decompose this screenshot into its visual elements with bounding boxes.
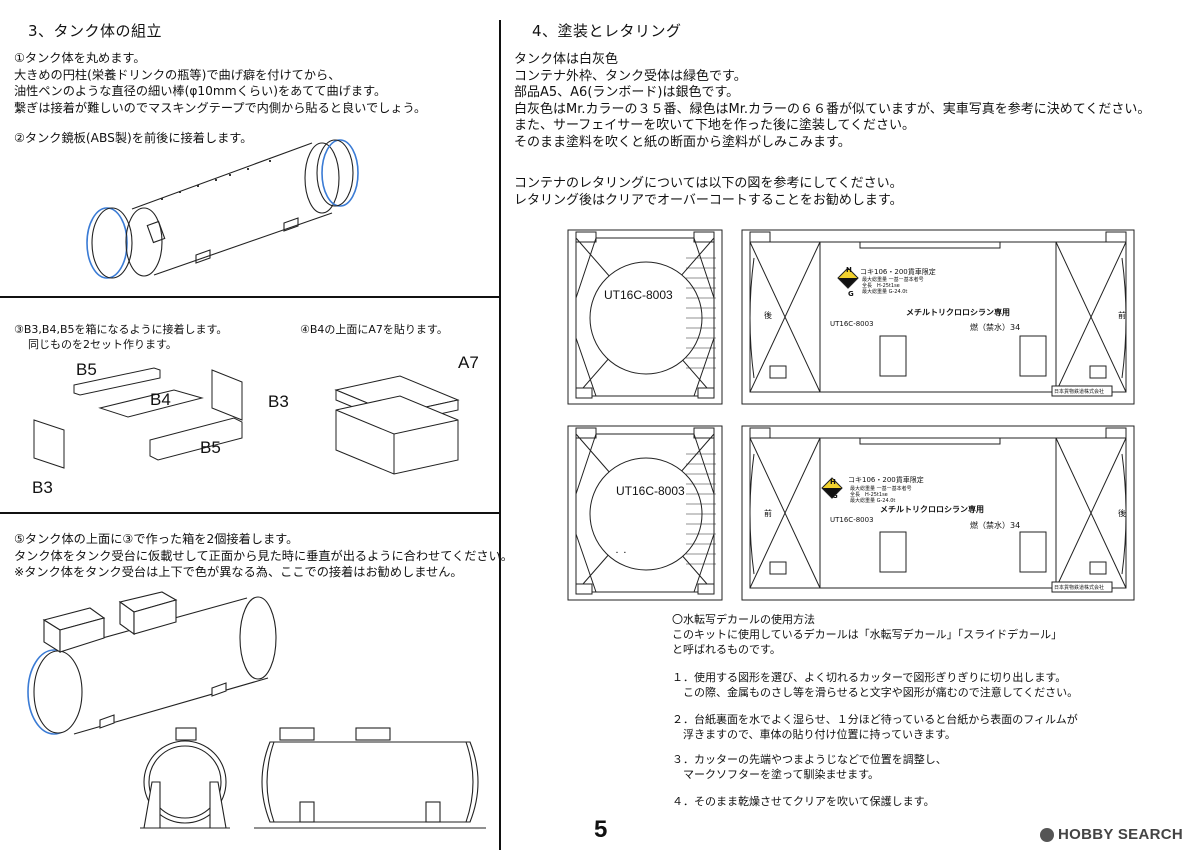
container-specs: 最大総重量 一基ー基本者号 全長 H-25t1se 最大総重量 G-24.0t [862,277,924,295]
step1-line: 油性ペンのような直径の細い棒(φ10mmくらい)をあてて曲げます。 [14,84,387,98]
container-hg-g: G [832,492,838,500]
container-hg-h: H [846,266,852,274]
center-divider [499,20,501,850]
container-mark-back: 後 [1118,509,1126,518]
divider-2 [0,512,499,514]
container-cargo: メチルトリクロロシラン専用 [906,308,1010,317]
a7-box-illustration [334,375,460,475]
step4-text: ④B4の上面にA7を貼ります。 [300,323,448,336]
decal-step-line: ２．台紙裏面を水でよく湿らせ、１分ほど待っていると台紙から表面のフィルムが [672,713,1078,726]
container-owner: 日本貨物鉄道株式会社 [1054,389,1105,395]
part-label-b3: B3 [32,478,53,497]
container-id-small: UT16C-8003 [830,516,874,524]
container-spec-line: 最大総重量 一基ー基本者号 [862,277,924,283]
container-hg-g: G [848,290,854,298]
decal-step-4: ４．そのまま乾燥させてクリアを吹いて保護します。 [672,794,935,809]
container-end-view-2 [567,425,723,601]
decal-intro-line: このキットに使用しているデカールは「水転写デカール」「スライドデカール」 [672,628,1063,641]
container-cargo: メチルトリクロロシラン専用 [880,505,984,514]
container-end-view-1 [567,229,723,405]
part-label-b3: B3 [268,392,289,411]
step2-text: ②タンク鏡板(ABS製)を前後に接着します。 [14,131,253,145]
page-number: 5 [594,816,608,843]
tank-cradle-end-view [140,727,230,829]
container-code: UT16C-8003 [604,288,673,302]
step1-line: ①タンク体を丸めます。 [14,51,146,65]
watermark-text: HOBBY SEARCH [1058,826,1184,843]
hobbysearch-logo-icon [1040,827,1054,842]
paint-line: また、サーフェイサーを吹いて下地を作った後に塗装してください。 [514,118,916,134]
container-side-view-1 [741,229,1135,405]
decal-step-3: ３．カッターの先端やつまようじなどで位置を調整し、 マークソフターを塗って馴染ま… [672,752,947,782]
box-parts-illustration [33,367,243,469]
step3-line: ③B3,B4,B5を箱になるように接着します。 [14,323,228,336]
watermark: HOBBY SEARCH [1040,826,1183,843]
decal-step-line: ３．カッターの先端やつまようじなどで位置を調整し、 [672,753,947,766]
paint-line: タンク体は白灰色 [514,52,619,67]
step5-text: ⑤タンク体の上面に③で作った箱を2個接着します。 タンク体をタンク受台に仮載せし… [14,531,513,581]
step5-line: ※タンク体をタンク受台は上下で色が異なる為、ここでの接着はお勧めしません。 [14,565,463,579]
step1-text: ①タンク体を丸めます。 大きめの円柱(栄養ドリンクの瓶等)で曲げ癖を付けてから、… [14,50,426,116]
paint-line: コンテナ外枠、タンク受体は緑色です。 [514,68,747,84]
container-id-small: UT16C-8003 [830,320,874,328]
container-mark-back: 後 [764,311,772,320]
section3-title: 3、タンク体の組立 [28,22,163,40]
part-label-b4: B4 [150,390,171,409]
section4-title: 4、塗装とレタリング [532,22,682,40]
step5-line: ⑤タンク体の上面に③で作った箱を2個接着します。 [14,532,299,546]
container-wagon-label: コキ106・200貨車限定 [860,268,936,276]
container-hg-h: H [830,478,836,486]
container-side-view-2 [741,425,1135,601]
tank-cradle-side-view [254,727,486,829]
part-label-b5: B5 [76,360,97,379]
tank-assembly-illustration [27,591,277,735]
lettering-line: レタリング後はクリアでオーバーコートすることをお勧めします。 [514,192,903,208]
container-spec-line: 最大総重量 一基ー基本者号 [850,486,912,492]
decal-intro-line: と呼ばれるものです。 [672,643,781,656]
decal-step-line: マークソフターを塗って馴染ませます。 [672,768,880,781]
decal-step-line: 浮きますので、車体の貼り付け位置に持っていきます。 [672,728,956,741]
container-wagon-label: コキ106・200貨車限定 [848,476,924,484]
container-specs: 最大総重量 一基ー基本者号 全長 H-25t1se 最大総重量 G-24.0t [850,486,912,504]
decal-step-2: ２．台紙裏面を水でよく湿らせ、１分ほど待っていると台紙から表面のフィルムが 浮き… [672,712,1078,742]
step3-line: 同じものを2セット作ります。 [28,338,177,351]
lettering-line: コンテナのレタリングについては以下の図を参考にしてください。 [514,176,903,191]
paint-line: そのまま塗料を吹くと紙の断面から塗料がしみこみます。 [514,134,851,150]
decal-title: 〇水転写デカールの使用方法 [672,613,815,626]
step5-line: タンク体をタンク受台に仮載せして正面から見た時に垂直が出るように合わせてください… [14,548,513,563]
container-dots: ・ ・ [614,550,628,557]
container-flammable: 燃（禁水）34 [970,521,1021,530]
part-label-b5: B5 [200,438,221,457]
container-mark-front: 前 [764,509,772,518]
decal-instructions: 〇水転写デカールの使用方法 このキットに使用しているデカールは「水転写デカール」… [672,612,1062,657]
container-mark-front: 前 [1118,311,1126,320]
container-spec-line: 最大総重量 G-24.0t [862,289,908,295]
divider-1 [0,296,499,298]
step1-line: 繋ぎは接着が難しいのでマスキングテープで内側から貼ると良いでしょう。 [14,100,427,115]
container-spec-line: 全長 H-25t1se [850,492,888,498]
decal-step-line: ４．そのまま乾燥させてクリアを吹いて保護します。 [672,795,935,808]
container-owner: 日本貨物鉄道株式会社 [1054,585,1105,591]
tank-rolling-illustration [86,139,359,279]
step3-text: ③B3,B4,B5を箱になるように接着します。 同じものを2セット作ります。 [14,322,227,352]
container-spec-line: 最大総重量 G-24.0t [850,498,896,504]
paint-instructions: タンク体は白灰色 コンテナ外枠、タンク受体は緑色です。 部品A5、A6(ランボー… [514,52,1150,152]
step1-line: 大きめの円柱(栄養ドリンクの瓶等)で曲げ癖を付けてから、 [14,67,341,82]
decal-step-1: １．使用する図形を選び、よく切れるカッターで図形ぎりぎりに切り出します。 この際… [672,670,1078,700]
part-label-a7: A7 [458,353,479,372]
container-code: UT16C-8003 [616,484,685,498]
lettering-instructions: コンテナのレタリングについては以下の図を参考にしてください。 レタリング後はクリ… [514,176,903,209]
paint-line: 白灰色はMr.カラーの３５番、緑色はMr.カラーの６６番が似ていますが、実車写真… [514,101,1151,117]
decal-step-line: この際、金属ものさし等を滑らせると文字や図形が痛むので注意してください。 [672,686,1079,699]
container-flammable: 燃（禁水）34 [970,323,1021,332]
paint-line: 部品A5、A6(ランボード)は銀色です。 [514,85,740,101]
decal-step-line: １．使用する図形を選び、よく切れるカッターで図形ぎりぎりに切り出します。 [672,671,1067,684]
container-spec-line: 全長 H-25t1se [862,283,900,289]
